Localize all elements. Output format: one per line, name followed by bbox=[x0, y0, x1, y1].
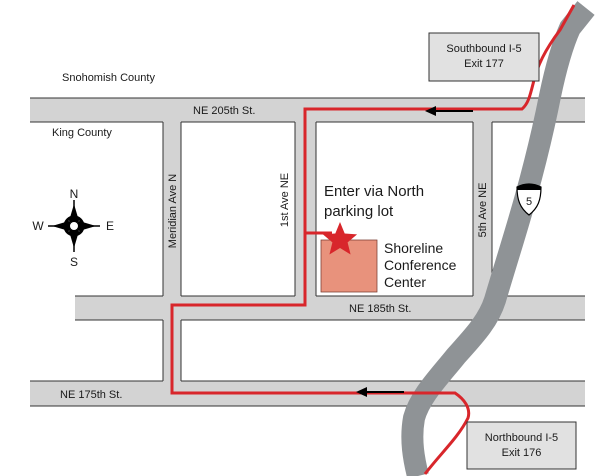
destination-callout-line2: parking lot bbox=[324, 203, 394, 220]
conference-center-building bbox=[320, 239, 378, 293]
sign-southbound-line2: Exit 177 bbox=[464, 58, 504, 70]
street-label-ne-175th: NE 175th St. bbox=[60, 389, 122, 401]
county-label-snohomish: Snohomish County bbox=[62, 72, 155, 84]
compass-east-label: E bbox=[106, 219, 114, 233]
sign-northbound-line1: Northbound I-5 bbox=[485, 432, 558, 444]
entrance-star-icon bbox=[322, 222, 358, 255]
destination-callout-line1: Enter via North bbox=[324, 183, 424, 200]
road-meridian bbox=[163, 122, 181, 406]
destination-name-line3: Center bbox=[384, 274, 426, 290]
direction-arrows bbox=[356, 106, 473, 397]
street-label-meridian: Meridian Ave N bbox=[167, 174, 179, 248]
sign-southbound-exit: Southbound I-5 Exit 177 bbox=[428, 32, 540, 82]
shield-number: 5 bbox=[526, 196, 532, 208]
road-ne-185th bbox=[75, 296, 585, 320]
compass-south-label: S bbox=[70, 255, 78, 269]
sign-northbound-line2: Exit 176 bbox=[502, 447, 542, 459]
sign-southbound-line1: Southbound I-5 bbox=[446, 43, 521, 55]
arrow-westbound-175th bbox=[356, 387, 404, 397]
street-label-first-ave: 1st Ave NE bbox=[279, 173, 291, 227]
i5-freeway bbox=[401, 1, 595, 476]
compass-rose-icon: N S W E bbox=[32, 187, 114, 269]
arrow-westbound-205th bbox=[425, 106, 473, 116]
road-fifth-ave bbox=[473, 122, 492, 296]
interstate-5-shield-icon: 5 bbox=[516, 183, 542, 216]
compass-north-label: N bbox=[70, 187, 79, 201]
county-label-king: King County bbox=[52, 127, 112, 139]
destination-name-line2: Conference bbox=[384, 257, 457, 273]
street-label-ne-205th: NE 205th St. bbox=[193, 105, 255, 117]
destination-name-line1: Shoreline bbox=[384, 240, 443, 256]
street-label-fifth-ave: 5th Ave NE bbox=[477, 183, 489, 238]
street-label-ne-185th: NE 185th St. bbox=[349, 303, 411, 315]
sign-northbound-exit: Northbound I-5 Exit 176 bbox=[466, 421, 577, 470]
compass-west-label: W bbox=[32, 219, 44, 233]
